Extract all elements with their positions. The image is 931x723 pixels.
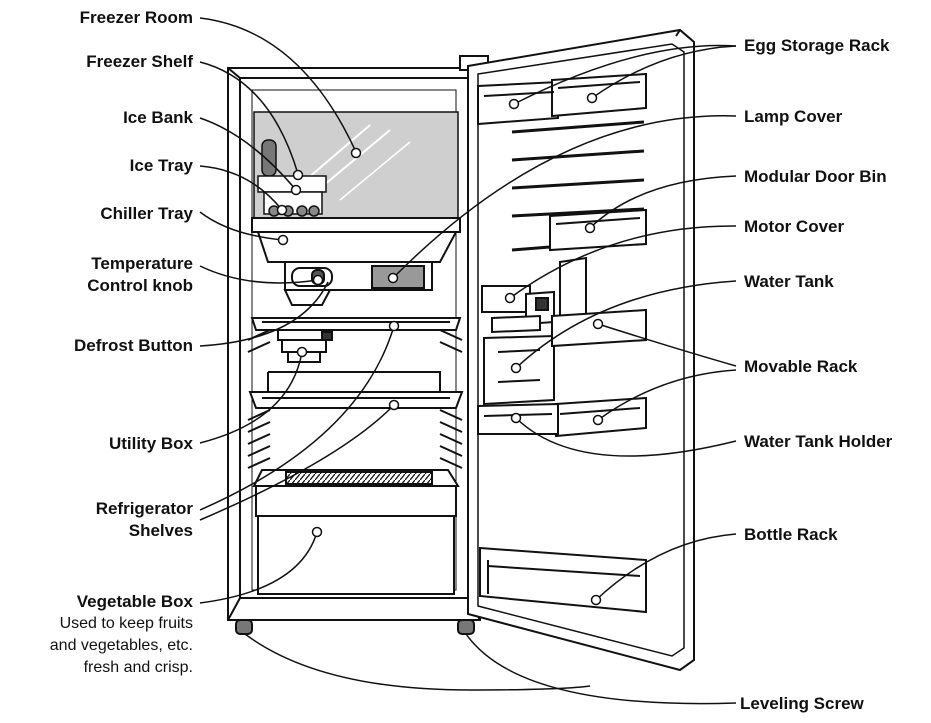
water-tank-holder-dot	[510, 412, 522, 424]
label-ice-bank: Ice Bank	[123, 108, 193, 127]
motor-cover-dot	[504, 292, 516, 304]
label-water-tank: Water Tank	[744, 272, 834, 291]
label-ice-tray: Ice Tray	[129, 156, 193, 175]
vegetable-box-description: Used to keep fruits and vegetables, etc.…	[50, 613, 193, 679]
ice-bank-dot	[290, 184, 302, 196]
water-tank-dot	[510, 362, 522, 374]
temperature-control-housing	[283, 261, 433, 306]
vegetable-box-desc-line1: Used to keep fruits	[59, 615, 193, 632]
defrost-button	[277, 329, 333, 341]
door	[467, 28, 695, 672]
refrigerator-shelves	[248, 317, 464, 409]
label-freezer-room: Freezer Room	[79, 8, 193, 27]
door-dykes	[511, 120, 645, 252]
label-vegetable-box: Vegetable Box	[76, 592, 193, 611]
movable-rack-dot-2	[592, 414, 604, 426]
freezer-room-dot	[350, 147, 362, 159]
egg-rack-dot-2	[586, 92, 598, 104]
defrost-dot	[296, 346, 308, 358]
lamp-cover-dot	[387, 272, 399, 284]
label-temperature-control-line2: Control knob	[87, 276, 193, 295]
label-egg-storage-rack: Egg Storage Rack	[744, 36, 890, 55]
label-modular-door-bin: Modular Door Bin	[744, 167, 887, 186]
vegetable-box	[255, 485, 457, 595]
chiller-tray-dot	[277, 234, 289, 246]
shelf-rails	[247, 329, 463, 469]
label-temperature-control-line1: Temperature	[91, 254, 193, 273]
freezer-shelf-dot	[292, 169, 304, 181]
shelf-dot-2	[388, 399, 400, 411]
label-lamp-cover: Lamp Cover	[744, 107, 843, 126]
modular-bin-dot	[584, 222, 596, 234]
ice-bank	[261, 139, 277, 177]
label-leveling-screw: Leveling Screw	[740, 694, 864, 713]
chiller-tray	[251, 217, 461, 263]
label-bottle-rack: Bottle Rack	[744, 525, 838, 544]
modular-door-bin	[549, 208, 647, 252]
bottle-rack	[479, 546, 647, 614]
label-movable-rack: Movable Rack	[744, 357, 858, 376]
label-freezer-shelf: Freezer Shelf	[86, 52, 193, 71]
movable-rack-dot-1	[592, 318, 604, 330]
label-motor-cover: Motor Cover	[744, 217, 845, 236]
leader-lines	[199, 17, 737, 705]
temperature-knob-dot	[312, 274, 324, 286]
vegetable-box-desc-line2: and vegetables, etc.	[49, 637, 193, 654]
ice-tray-dot	[276, 204, 288, 216]
bottle-rack-dot	[590, 594, 602, 606]
leveling-screws	[235, 619, 475, 635]
egg-rack-dot-1	[508, 98, 520, 110]
label-utility-box: Utility Box	[108, 434, 193, 453]
utility-box	[281, 339, 327, 363]
label-defrost-button: Defrost Button	[74, 336, 193, 355]
vegetable-box-desc-line3: fresh and crisp.	[83, 659, 193, 676]
shelf-dot-1	[388, 320, 400, 332]
label-temperature-control: Temperature Control knob	[87, 253, 193, 297]
callout-dots	[276, 92, 604, 606]
label-refrigerator-shelves: Refrigerator Shelves	[96, 498, 193, 542]
crisper-cover	[252, 469, 460, 487]
label-refrigerator-shelves-line2: Shelves	[128, 521, 193, 540]
label-refrigerator-shelves-line1: Refrigerator	[95, 499, 193, 518]
motor-cover	[481, 256, 587, 334]
label-chiller-tray: Chiller Tray	[100, 204, 193, 223]
label-water-tank-holder: Water Tank Holder	[744, 432, 893, 451]
vegetable-box-dot	[311, 526, 323, 538]
